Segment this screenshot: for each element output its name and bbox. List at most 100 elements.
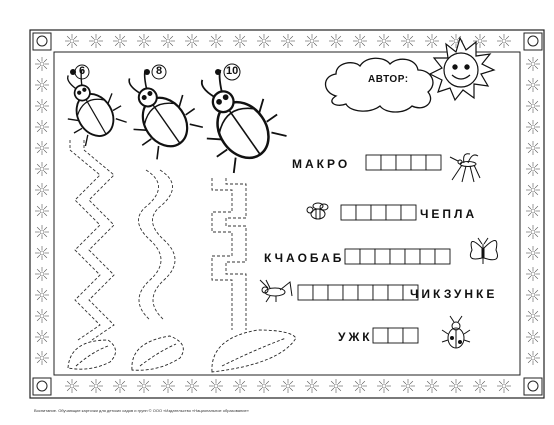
word-label-4: ЧИКЗУНКЕ	[410, 287, 498, 301]
border-flower	[526, 330, 540, 344]
letter-box-5[interactable]	[402, 327, 419, 344]
border-flower	[425, 379, 439, 393]
border-flower	[137, 379, 151, 393]
word-label-3: КЧАОБАБ	[264, 251, 345, 265]
border-flower	[526, 183, 540, 197]
border-flower	[35, 225, 49, 239]
letter-box-2[interactable]	[355, 204, 372, 221]
letter-box-3[interactable]	[404, 248, 421, 265]
border-flower	[353, 379, 367, 393]
leaf-outlines	[67, 329, 297, 373]
letter-box-1[interactable]	[425, 154, 442, 171]
border-flower	[526, 288, 540, 302]
border-flower	[526, 246, 540, 260]
border-flower	[35, 204, 49, 218]
border-flower	[473, 379, 487, 393]
border-flower	[35, 267, 49, 281]
border-flower	[497, 34, 511, 48]
border-flower	[35, 78, 49, 92]
border-flower	[161, 379, 175, 393]
border-flower	[401, 379, 415, 393]
border-flower	[209, 379, 223, 393]
corner-ornament-top-right	[523, 32, 543, 51]
border-flower	[526, 162, 540, 176]
mosquito-icon	[449, 153, 481, 183]
corner-ornament-bottom-right	[523, 377, 543, 396]
letter-box-3[interactable]	[419, 248, 436, 265]
border-flower	[305, 34, 319, 48]
letter-box-4[interactable]	[327, 284, 344, 301]
letter-box-4[interactable]	[312, 284, 329, 301]
letter-box-1[interactable]	[395, 154, 412, 171]
letter-box-4[interactable]	[297, 284, 314, 301]
border-flower	[35, 246, 49, 260]
border-flower	[526, 309, 540, 323]
border-flower	[526, 204, 540, 218]
letter-box-4[interactable]	[357, 284, 374, 301]
letter-box-2[interactable]	[385, 204, 402, 221]
border-flower	[377, 379, 391, 393]
border-flower	[526, 351, 540, 365]
border-flower	[377, 34, 391, 48]
border-flower	[35, 99, 49, 113]
border-flower	[329, 34, 343, 48]
count-dot	[70, 69, 76, 75]
letter-box-5[interactable]	[372, 327, 389, 344]
corner-ornament-top-left	[32, 32, 52, 51]
border-flower	[137, 34, 151, 48]
border-flower	[329, 379, 343, 393]
border-flower	[233, 379, 247, 393]
inner-frame	[53, 51, 521, 376]
trace-paths	[69, 140, 247, 341]
border-flower	[281, 34, 295, 48]
beetle-icon	[128, 69, 204, 160]
border-flower	[305, 379, 319, 393]
border-flower	[526, 120, 540, 134]
border-flower	[257, 379, 271, 393]
letter-box-1[interactable]	[365, 154, 382, 171]
butterfly-icon	[469, 237, 498, 264]
beetle-icon	[200, 69, 287, 174]
author-label: АВТОР:	[368, 74, 409, 85]
border-flower	[233, 34, 247, 48]
border-flower	[185, 379, 199, 393]
border-flower	[35, 330, 49, 344]
word-label-5: УЖК	[338, 330, 373, 344]
outer-frame	[29, 29, 545, 399]
letter-box-3[interactable]	[389, 248, 406, 265]
border-flower	[526, 99, 540, 113]
count-number-3: 10	[226, 65, 239, 77]
count-circle	[74, 64, 90, 80]
border-flower	[526, 57, 540, 71]
beetle-icon	[67, 68, 127, 147]
count-circle	[151, 64, 167, 80]
border-flower	[209, 34, 223, 48]
letter-box-5[interactable]	[387, 327, 404, 344]
letter-box-3[interactable]	[344, 248, 361, 265]
letter-box-4[interactable]	[402, 284, 419, 301]
bee-icon	[306, 202, 329, 220]
border-flower	[113, 379, 127, 393]
letter-box-3[interactable]	[374, 248, 391, 265]
border-flower	[449, 379, 463, 393]
letter-box-3[interactable]	[359, 248, 376, 265]
border-flower	[65, 34, 79, 48]
letter-box-3[interactable]	[434, 248, 451, 265]
border-flower	[526, 141, 540, 155]
border-flower	[185, 34, 199, 48]
border-flower	[113, 34, 127, 48]
letter-box-1[interactable]	[380, 154, 397, 171]
border-flower	[281, 379, 295, 393]
letter-box-2[interactable]	[340, 204, 357, 221]
letter-box-2[interactable]	[400, 204, 417, 221]
letter-box-1[interactable]	[410, 154, 427, 171]
letter-box-4[interactable]	[387, 284, 404, 301]
border-flower	[35, 141, 49, 155]
letter-box-2[interactable]	[370, 204, 387, 221]
border-flower	[35, 183, 49, 197]
border-flower	[65, 379, 79, 393]
letter-box-4[interactable]	[342, 284, 359, 301]
footer-credit: Воспитание. Обучающие карточки для детск…	[34, 408, 249, 413]
letter-box-4[interactable]	[372, 284, 389, 301]
